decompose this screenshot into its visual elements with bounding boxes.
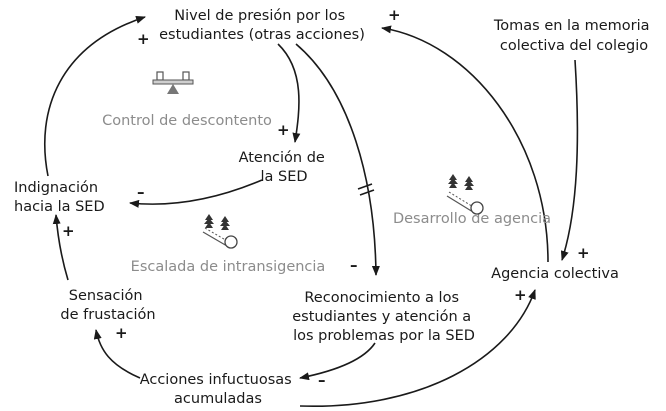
sign-frustracion-indignacion: + — [62, 222, 75, 240]
node-memoria: Tomas en la memoria colectiva del colegi… — [493, 18, 654, 54]
arrow-indignacion-to-presion — [44, 16, 146, 177]
loop-escalada-label: Escalada de intransigencia — [131, 259, 326, 275]
delay-mark-1 — [357, 183, 373, 190]
sign-indignacion-presion: + — [137, 30, 150, 48]
arrow-frustracion-to-indignacion — [52, 214, 69, 281]
node-indignacion: Indignación hacia la SED — [14, 180, 105, 215]
arrow-presion-to-reconocimiento — [295, 43, 380, 276]
arrow-agencia-to-presion — [381, 25, 549, 263]
node-acciones: Acciones infuctuosas acumuladas — [140, 372, 297, 407]
sign-acciones-frustracion: + — [115, 324, 128, 342]
sign-reconocimiento-acciones: – — [318, 371, 326, 389]
node-reconocimiento-line-3: los problemas por la SED — [293, 328, 475, 344]
sign-presion-reconocimiento: – — [350, 256, 358, 274]
arrow-acciones-to-agencia — [299, 289, 536, 407]
node-presion-line-2: estudiantes (otras acciones) — [159, 27, 365, 43]
arrow-memoria-to-agencia — [560, 59, 579, 261]
loop-desarrollo-label: Desarrollo de agencia — [393, 211, 551, 227]
node-frustracion-line-1: Sensación — [69, 288, 143, 304]
node-reconocimiento: Reconocimiento a los estudiantes y atenc… — [292, 290, 475, 344]
node-presion-line-1: Nivel de presión por los — [174, 8, 345, 24]
node-atencion-line-2: la SED — [260, 169, 307, 185]
node-frustracion-line-2: de frustación — [60, 307, 155, 323]
node-presion: Nivel de presión por los estudiantes (ot… — [159, 8, 365, 43]
node-agencia: Agencia colectiva — [491, 266, 619, 282]
balance-scale-icon — [152, 71, 194, 94]
arrow-acciones-to-frustracion — [93, 329, 141, 379]
node-reconocimiento-line-1: Reconocimiento a los — [304, 290, 459, 306]
sign-acciones-agencia: + — [514, 286, 527, 304]
sign-atencion-indignacion: – — [137, 183, 145, 201]
node-acciones-line-1: Acciones infuctuosas — [140, 372, 292, 388]
arrow-atencion-to-indignacion — [129, 179, 263, 208]
node-acciones-line-2: acumuladas — [174, 391, 262, 407]
arrow-reconocimiento-to-acciones — [299, 342, 376, 381]
delay-mark-2 — [359, 189, 375, 196]
node-reconocimiento-line-2: estudiantes y atención a — [292, 309, 471, 325]
sign-presion-atencion: + — [277, 121, 290, 139]
node-memoria-line-1: Tomas en la memoria — [493, 18, 650, 34]
node-memoria-line-2: colectiva del colegio — [500, 38, 648, 54]
node-atencion: Atención de la SED — [239, 150, 330, 185]
snowball-hill-icon-escalada — [202, 214, 238, 249]
loop-control-label: Control de descontento — [102, 113, 272, 129]
node-indignacion-line-1: Indignación — [14, 180, 98, 196]
node-indignacion-line-2: hacia la SED — [14, 199, 105, 215]
node-agencia-line-1: Agencia colectiva — [491, 266, 619, 282]
node-atencion-line-1: Atención de — [239, 150, 325, 166]
snowball-hill-icon-desarrollo — [446, 174, 484, 215]
arrow-presion-to-atencion — [277, 43, 301, 143]
node-frustracion: Sensación de frustación — [60, 288, 155, 323]
sign-memoria-agencia: + — [577, 244, 590, 262]
sign-agencia-presion: + — [388, 6, 401, 24]
